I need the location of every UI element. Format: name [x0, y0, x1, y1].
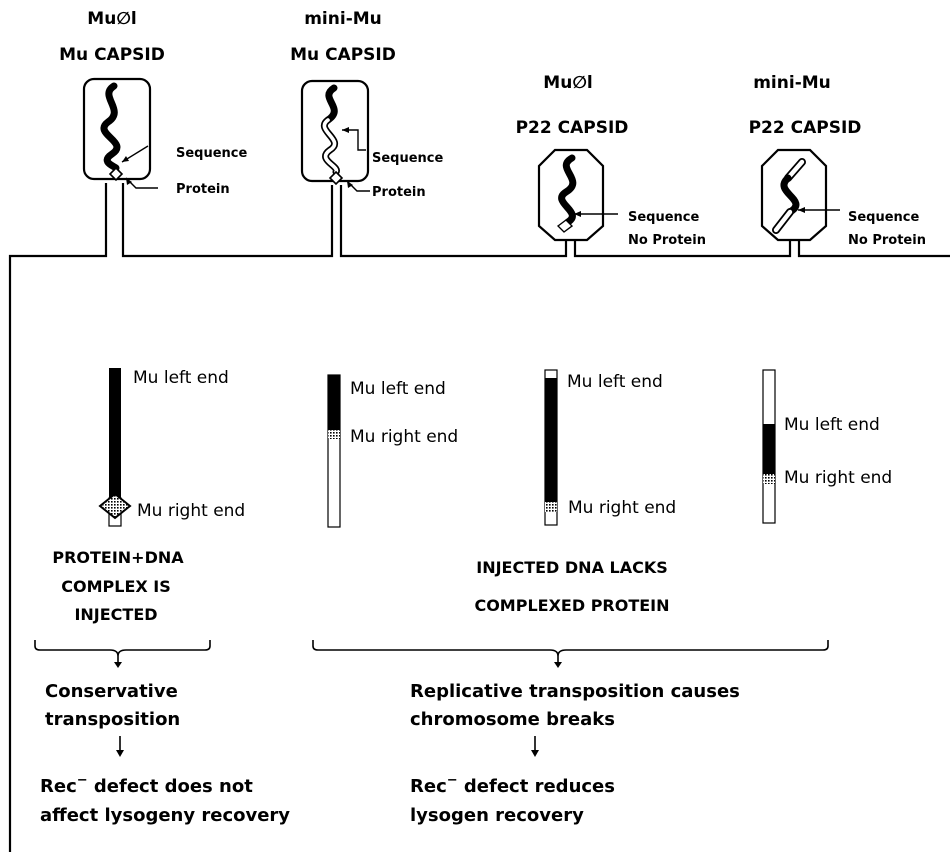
right-bracket [313, 640, 828, 656]
capsid1-protein-label: Protein [176, 182, 230, 197]
svg-text:COMPLEX IS: COMPLEX IS [61, 577, 171, 596]
capsid3-line1: Mu∅l [543, 73, 592, 93]
dna1-mu-segment [109, 368, 121, 498]
capsid1-line2: Mu CAPSID [59, 45, 165, 65]
left-mechanism-line2: transposition [45, 709, 180, 730]
right-outcome: Replicative transposition causes chromos… [410, 681, 740, 826]
dna3-mu-segment [545, 378, 557, 502]
capsid-p22-mud1: Mu∅l P22 CAPSID Sequence No Protein [516, 73, 706, 248]
capsid4-protein-label: No Protein [848, 233, 926, 248]
dna1-left-label: Mu left end [133, 368, 229, 388]
svg-text:PROTEIN+DNA: PROTEIN+DNA [52, 548, 184, 567]
capsid3-sequence-label: Sequence [628, 210, 700, 225]
dna2-left-label: Mu left end [350, 379, 446, 399]
left-rec-line1: Rec− defect does not [40, 773, 253, 797]
injected-dna-3: Mu left end Mu right end [545, 370, 676, 525]
right-mechanism-line2: chromosome breaks [410, 709, 615, 730]
capsid2-line1: mini-Mu [304, 9, 382, 29]
injected-dna-2: Mu left end Mu right end [328, 375, 458, 527]
left-rec-line2: affect lysogeny recovery [40, 805, 290, 826]
left-outcome: Conservative transposition Rec− defect d… [40, 681, 290, 826]
capsid2-line2: Mu CAPSID [290, 45, 396, 65]
capsid4-line2: P22 CAPSID [749, 118, 862, 138]
right-mechanism-line1: Replicative transposition causes [410, 681, 740, 702]
injected-dna-1: Mu left end Mu right end [100, 368, 245, 526]
capsid3-line2: P22 CAPSID [516, 118, 629, 138]
capsid-mu-mud1: Mu∅l Mu CAPSID Sequence Protein [59, 9, 247, 197]
dna1-right-label: Mu right end [137, 501, 245, 521]
dna2-mu-segment [328, 375, 340, 430]
capsid-mu-minimu: mini-Mu Mu CAPSID Sequence Protein [290, 9, 443, 200]
svg-text:COMPLEXED PROTEIN: COMPLEXED PROTEIN [474, 596, 669, 615]
injected-dna-4: Mu left end Mu right end [763, 370, 892, 523]
svg-text:INJECTED: INJECTED [74, 605, 157, 624]
dna3-left-label: Mu left end [567, 372, 663, 392]
capsid1-sequence-label: Sequence [176, 146, 248, 161]
capsid3-protein-label: No Protein [628, 233, 706, 248]
capsid4-line1: mini-Mu [753, 73, 831, 93]
dna2-right-label: Mu right end [350, 427, 458, 447]
capsid1-head [84, 79, 150, 179]
svg-text:INJECTED DNA LACKS: INJECTED DNA LACKS [476, 558, 668, 577]
capsid2-sequence-label: Sequence [372, 151, 444, 166]
capsid1-line1: Mu∅l [87, 9, 136, 29]
right-rec-line1: Rec− defect reduces [410, 773, 615, 797]
complex-injected-caption: PROTEIN+DNA COMPLEX IS INJECTED [52, 548, 184, 624]
left-bracket [35, 640, 210, 656]
left-mechanism-line1: Conservative [45, 681, 178, 702]
right-rec-line2: lysogen recovery [410, 805, 584, 826]
dna4-left-label: Mu left end [784, 415, 880, 435]
capsid-p22-minimu: mini-Mu P22 CAPSID Sequence No Protein [749, 73, 926, 248]
lacks-protein-caption: INJECTED DNA LACKS COMPLEXED PROTEIN [474, 558, 669, 615]
capsid4-sequence-label: Sequence [848, 210, 920, 225]
capsid2-protein-label: Protein [372, 185, 426, 200]
dna4-right-label: Mu right end [784, 468, 892, 488]
flow-arrows [114, 656, 562, 757]
capsid2-dna-mu [328, 88, 334, 120]
dna3-right-label: Mu right end [568, 498, 676, 518]
dna4-mu-segment [763, 424, 775, 474]
dna1-protein [100, 494, 130, 518]
